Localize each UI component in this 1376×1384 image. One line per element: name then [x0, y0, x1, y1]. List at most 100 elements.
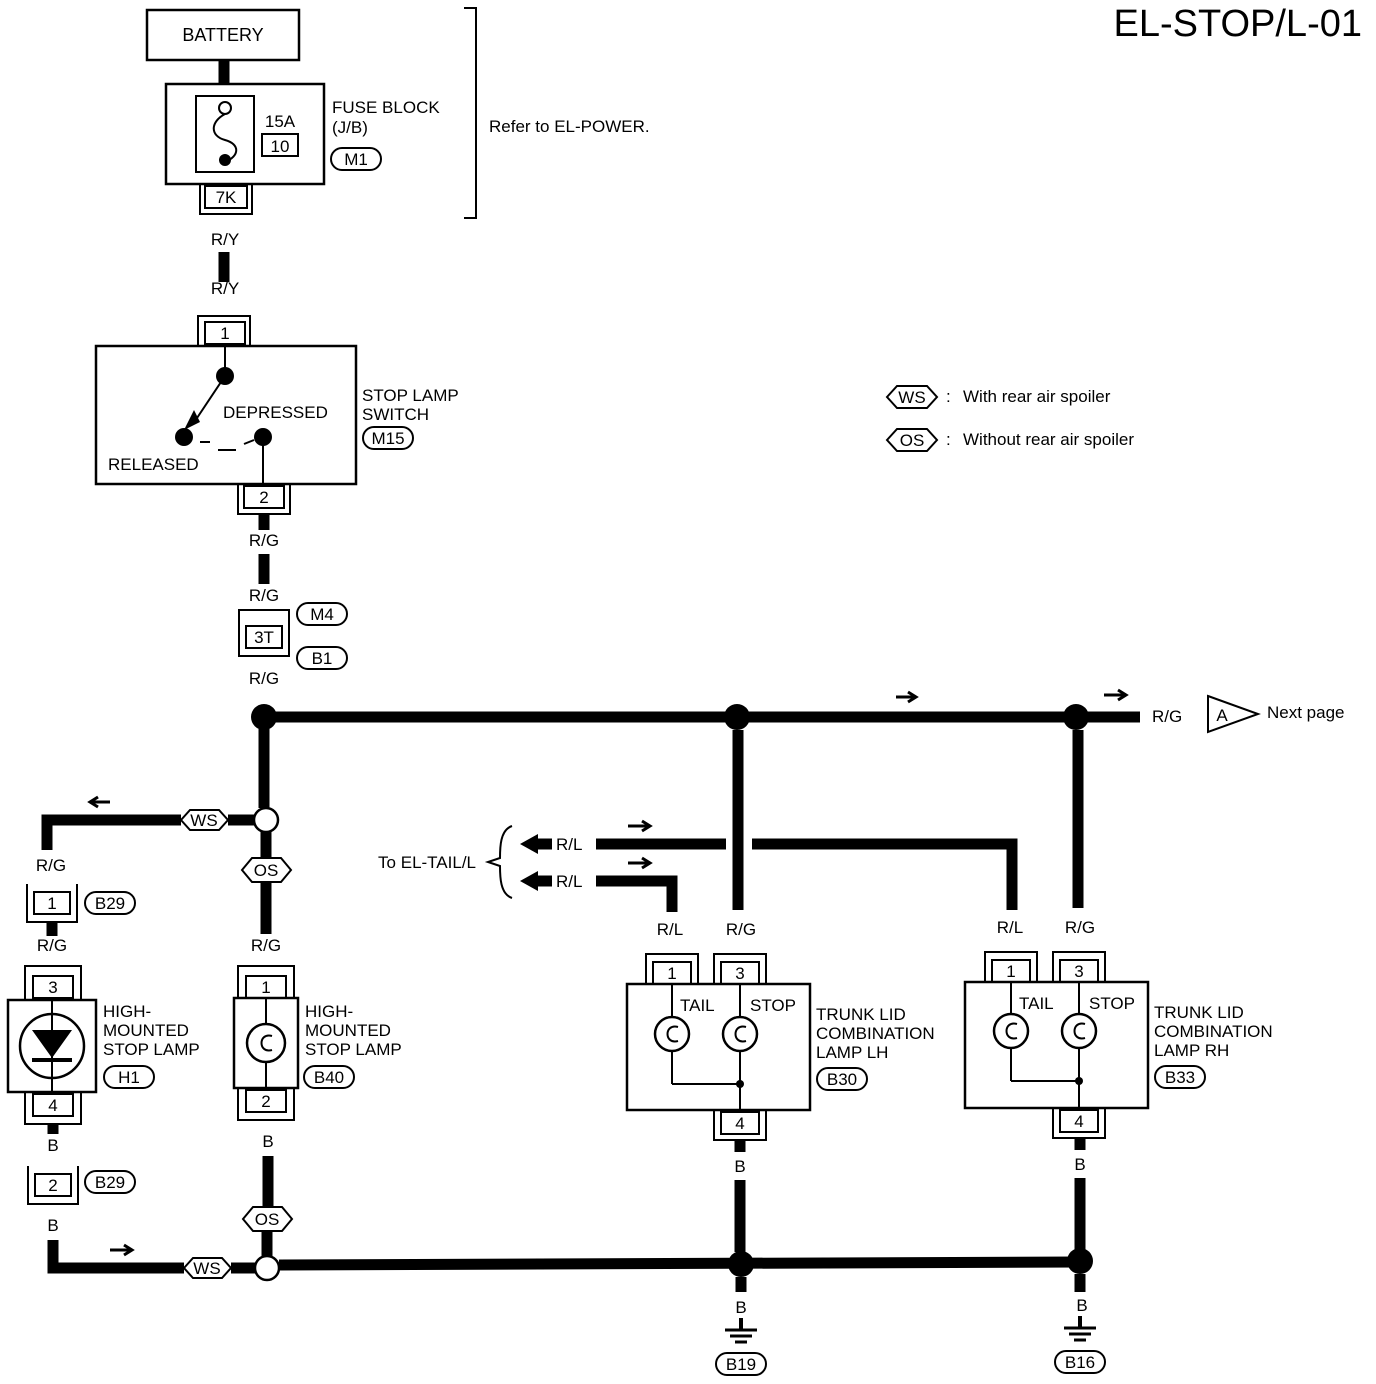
fuse-number: 10	[271, 137, 290, 156]
legend-separator: :	[946, 387, 951, 406]
next-page-label: Next page	[1267, 703, 1345, 722]
rh-wire-b: B	[1074, 1155, 1085, 1174]
ground-lh-wire: B	[735, 1298, 746, 1317]
splice-1	[251, 704, 277, 730]
fuse-rating: 15A	[265, 112, 296, 131]
os-tag-bottom-label: OS	[255, 1210, 280, 1229]
joint-connector-m4: M4	[296, 602, 348, 626]
led-conn-upper-id: B29	[95, 894, 125, 913]
page-title: EL-STOP/L-01	[1113, 3, 1362, 45]
fuse-block-connector-badge: M1	[330, 147, 382, 171]
bulb-icon	[992, 1012, 1030, 1050]
lh-connector-badge: B30	[816, 1067, 868, 1091]
ground-splice-2	[1067, 1248, 1093, 1274]
led-conn-badge-lower: B29	[84, 1170, 136, 1194]
ground-b16-id: B16	[1065, 1353, 1095, 1372]
stop-lamp-switch: DEPRESSED RELEASED	[94, 344, 358, 486]
switch-pin-2: 2	[237, 484, 291, 515]
rh-name-1: TRUNK LID	[1154, 1003, 1244, 1022]
ws-tag-bottom: WS	[182, 1257, 233, 1279]
legend-ws-text: With rear air spoiler	[963, 387, 1111, 406]
hmsl-led	[6, 998, 98, 1094]
rh-wire-rg: R/G	[1065, 918, 1095, 937]
arrow-left-icon	[520, 834, 538, 854]
fuse-block-name-1: FUSE BLOCK	[332, 98, 440, 117]
rh-tail-label: TAIL	[1019, 994, 1054, 1013]
hmsl-led-name-1: HIGH-	[103, 1002, 151, 1021]
ground-rh-wire: B	[1076, 1296, 1087, 1315]
fuse-terminal-label: 7K	[216, 188, 237, 207]
joint-terminal: 3T	[254, 628, 274, 647]
diode-icon	[32, 1030, 72, 1058]
lh-wire-rl: R/L	[657, 920, 683, 939]
rh-stop-label: STOP	[1089, 994, 1135, 1013]
lh-pin-1: 1	[645, 953, 699, 985]
lh-name-3: LAMP LH	[816, 1043, 888, 1062]
next-page-marker-label: A	[1216, 706, 1228, 725]
ground-icon	[725, 1318, 757, 1344]
switch-connector-id: M15	[371, 429, 404, 448]
wire-color-rg-os: R/G	[251, 936, 281, 955]
rh-connector-badge: B33	[1154, 1065, 1206, 1089]
el-tail-brace	[484, 825, 513, 899]
fuse-block-connector-id: M1	[344, 150, 368, 169]
lh-tail-label: TAIL	[680, 996, 715, 1015]
led-conn-lower-id: B29	[95, 1173, 125, 1192]
ground-icon	[1064, 1316, 1096, 1342]
wire-color-rg-3: R/G	[249, 669, 279, 688]
flow-arrow-icon	[110, 1243, 135, 1257]
splice-3	[1063, 704, 1089, 730]
hmsl-bulb	[232, 996, 300, 1090]
flow-arrow-icon	[628, 856, 653, 870]
lh-pin-4: 4	[713, 1110, 767, 1141]
hmsl-led-name-2: MOUNTED	[103, 1021, 189, 1040]
next-page-marker: A	[1207, 694, 1261, 734]
bulb-icon	[653, 1015, 691, 1053]
wire-color-rg-led-2: R/G	[37, 936, 67, 955]
hmsl-bulb-name-3: STOP LAMP	[305, 1040, 402, 1059]
fuse-terminal-7k: 7K	[199, 184, 253, 215]
hmsl-bulb-connector-badge: B40	[303, 1065, 355, 1089]
joint-connector-3t: 3T	[238, 609, 290, 657]
rh-pin-tail: 1	[1006, 962, 1015, 981]
battery: BATTERY	[145, 8, 301, 62]
wire-rl-to-lh	[596, 875, 678, 912]
legend-ws-code: WS	[898, 388, 925, 407]
lh-pin-ground: 4	[735, 1114, 744, 1133]
wire-color-b-led-1: B	[47, 1136, 58, 1155]
rh-name-3: LAMP RH	[1154, 1041, 1229, 1060]
wire-color-rg-led-1: R/G	[36, 856, 66, 875]
joint-connector-b1: B1	[296, 646, 348, 670]
lh-connector-id: B30	[827, 1070, 857, 1089]
switch-name-1: STOP LAMP	[362, 386, 459, 405]
lh-pin-stop: 3	[735, 964, 744, 983]
ws-tag-top: WS	[179, 809, 230, 831]
rh-pin-ground: 4	[1074, 1112, 1083, 1131]
rh-pin-1: 1	[984, 951, 1038, 983]
rh-name-2: COMBINATION	[1154, 1022, 1273, 1041]
os-tag-bottom: OS	[241, 1206, 294, 1232]
hmsl-led-connector-id: H1	[118, 1068, 140, 1087]
switch-pin-in: 1	[220, 324, 229, 343]
switch-name-2: SWITCH	[362, 405, 429, 424]
lh-pin-tail: 1	[667, 964, 676, 983]
wire-color-rg-1: R/G	[249, 531, 279, 550]
trunk-lid-lamp-rh: TAIL STOP	[963, 980, 1150, 1110]
fuse-block-note: Refer to EL-POWER.	[489, 117, 650, 136]
legend-os: OS : Without rear air spoiler	[885, 428, 1134, 452]
os-tag-top: OS	[240, 857, 293, 883]
led-conn-lower-pin: 2	[48, 1176, 57, 1195]
hmsl-bulb-pin-out: 2	[261, 1092, 270, 1111]
led-conn-badge-upper: B29	[84, 891, 136, 915]
bulb-icon	[245, 1022, 287, 1064]
switch-depressed-label: DEPRESSED	[223, 403, 328, 422]
joint-connector-bottom: B1	[312, 649, 333, 668]
hmsl-led-pin-4: 4	[24, 1092, 82, 1125]
bulb-icon	[1060, 1012, 1098, 1050]
rh-pin-4: 4	[1052, 1108, 1106, 1139]
ground-b19-id: B19	[726, 1355, 756, 1374]
lh-name-1: TRUNK LID	[816, 1005, 906, 1024]
option-node-bottom	[253, 1254, 281, 1282]
switch-released-label: RELEASED	[108, 455, 199, 474]
hmsl-bulb-name-1: HIGH-	[305, 1002, 353, 1021]
